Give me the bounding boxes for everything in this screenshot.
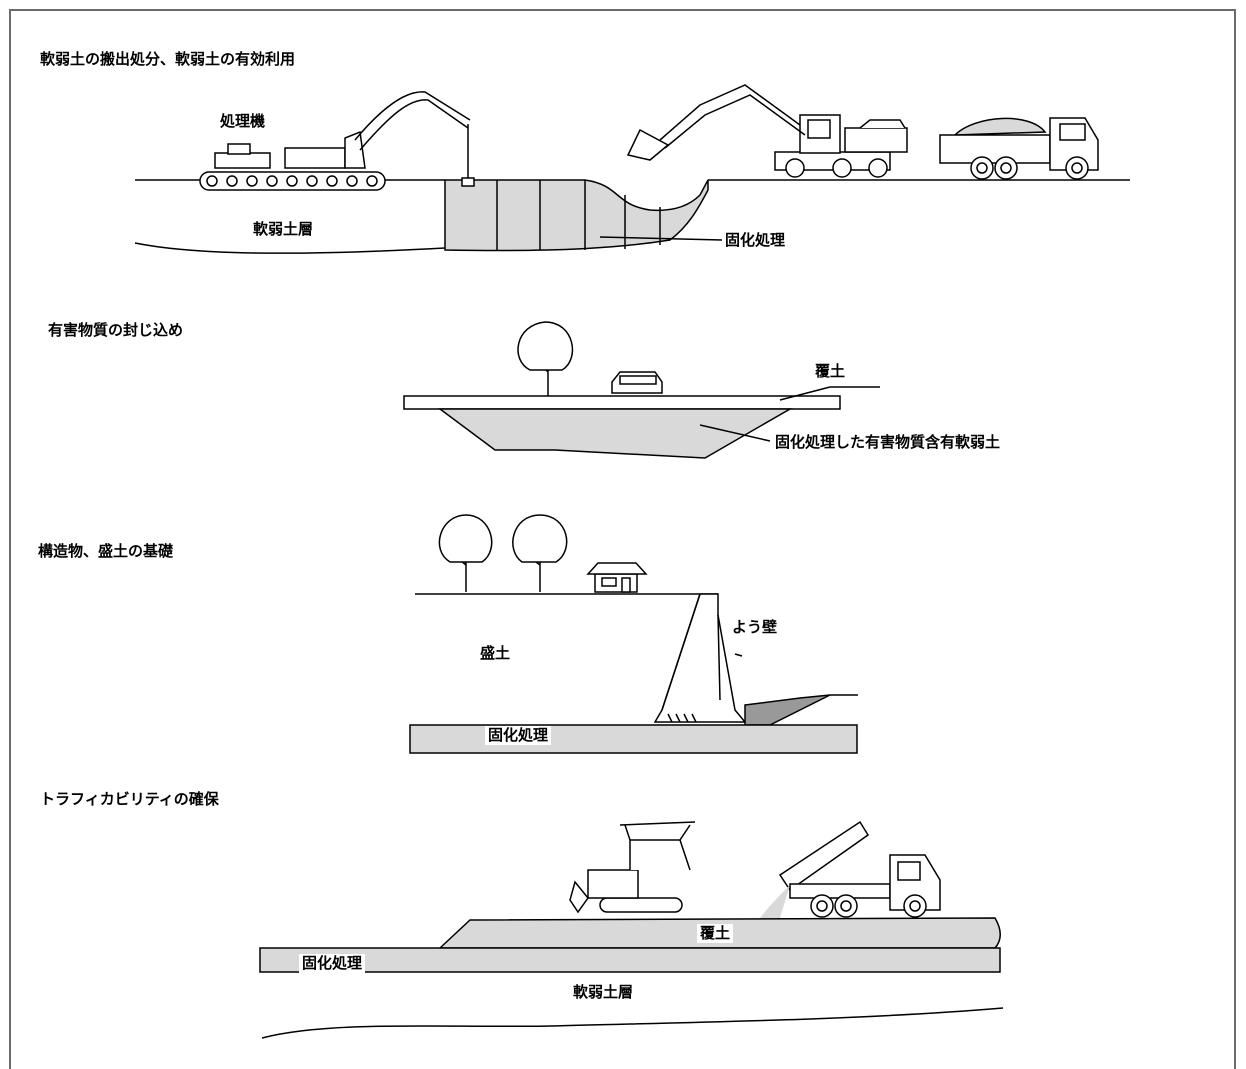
s4-soft-bottom: [261, 1007, 1004, 1039]
section4-title: トラフィカビリティの確保: [40, 790, 219, 808]
s2-treated-leader: [699, 424, 771, 442]
processing-machine-icon: [199, 91, 475, 191]
treatment-label: 固化処理: [485, 726, 552, 745]
s1-treated-block: [444, 179, 709, 252]
dump-truck-icon: [760, 820, 941, 918]
treated-contaminated-soil-label: 固化処理した有害物質含有軟弱土: [775, 433, 1001, 451]
section3-title: 構造物、盛土の基礎: [38, 542, 174, 560]
s2-cover-layer: [403, 395, 841, 410]
cover-soil-label: 覆土: [697, 924, 734, 943]
cover-soil-label: 覆土: [815, 362, 846, 380]
s4-treated-layer: [259, 947, 1001, 973]
section2-title: 有害物質の封じ込め: [48, 321, 184, 339]
gravel-fill: [744, 694, 831, 726]
soft-layer-label: 軟弱土層: [573, 983, 634, 1001]
section1-title: 軟弱土の搬出処分、軟弱土の有効利用: [40, 50, 296, 68]
section1-drawing: [134, 84, 1130, 254]
car-icon: [611, 371, 663, 394]
retaining-wall: [653, 593, 747, 723]
diagram-frame: [9, 9, 1236, 1069]
section2-drawing: [403, 321, 880, 459]
section3-drawing: [409, 514, 858, 754]
s1-treatment-leader: [599, 236, 723, 241]
embankment-label: 盛土: [480, 644, 511, 662]
dump-truck-icon: [939, 117, 1099, 180]
house-icon: [586, 562, 648, 593]
section4-drawing: [259, 820, 1004, 1039]
bulldozer-icon: [569, 821, 696, 914]
excavator-icon: [626, 84, 908, 178]
tree-icon: [517, 321, 574, 396]
retaining-wall-label: よう壁: [732, 618, 778, 636]
s1-soft-layer-bottom: [134, 242, 446, 254]
s2-cover-leader: [779, 386, 831, 401]
s2-treated-body: [437, 408, 793, 459]
treatment-label: 固化処理: [299, 954, 366, 973]
tree-icon: [512, 514, 568, 592]
processing-machine-label: 処理機: [220, 112, 266, 130]
tree-icon: [438, 514, 493, 592]
treatment-label: 固化処理: [722, 231, 789, 250]
s3-foundation-layer: [409, 724, 858, 754]
soft-layer-label: 軟弱土層: [253, 220, 314, 238]
